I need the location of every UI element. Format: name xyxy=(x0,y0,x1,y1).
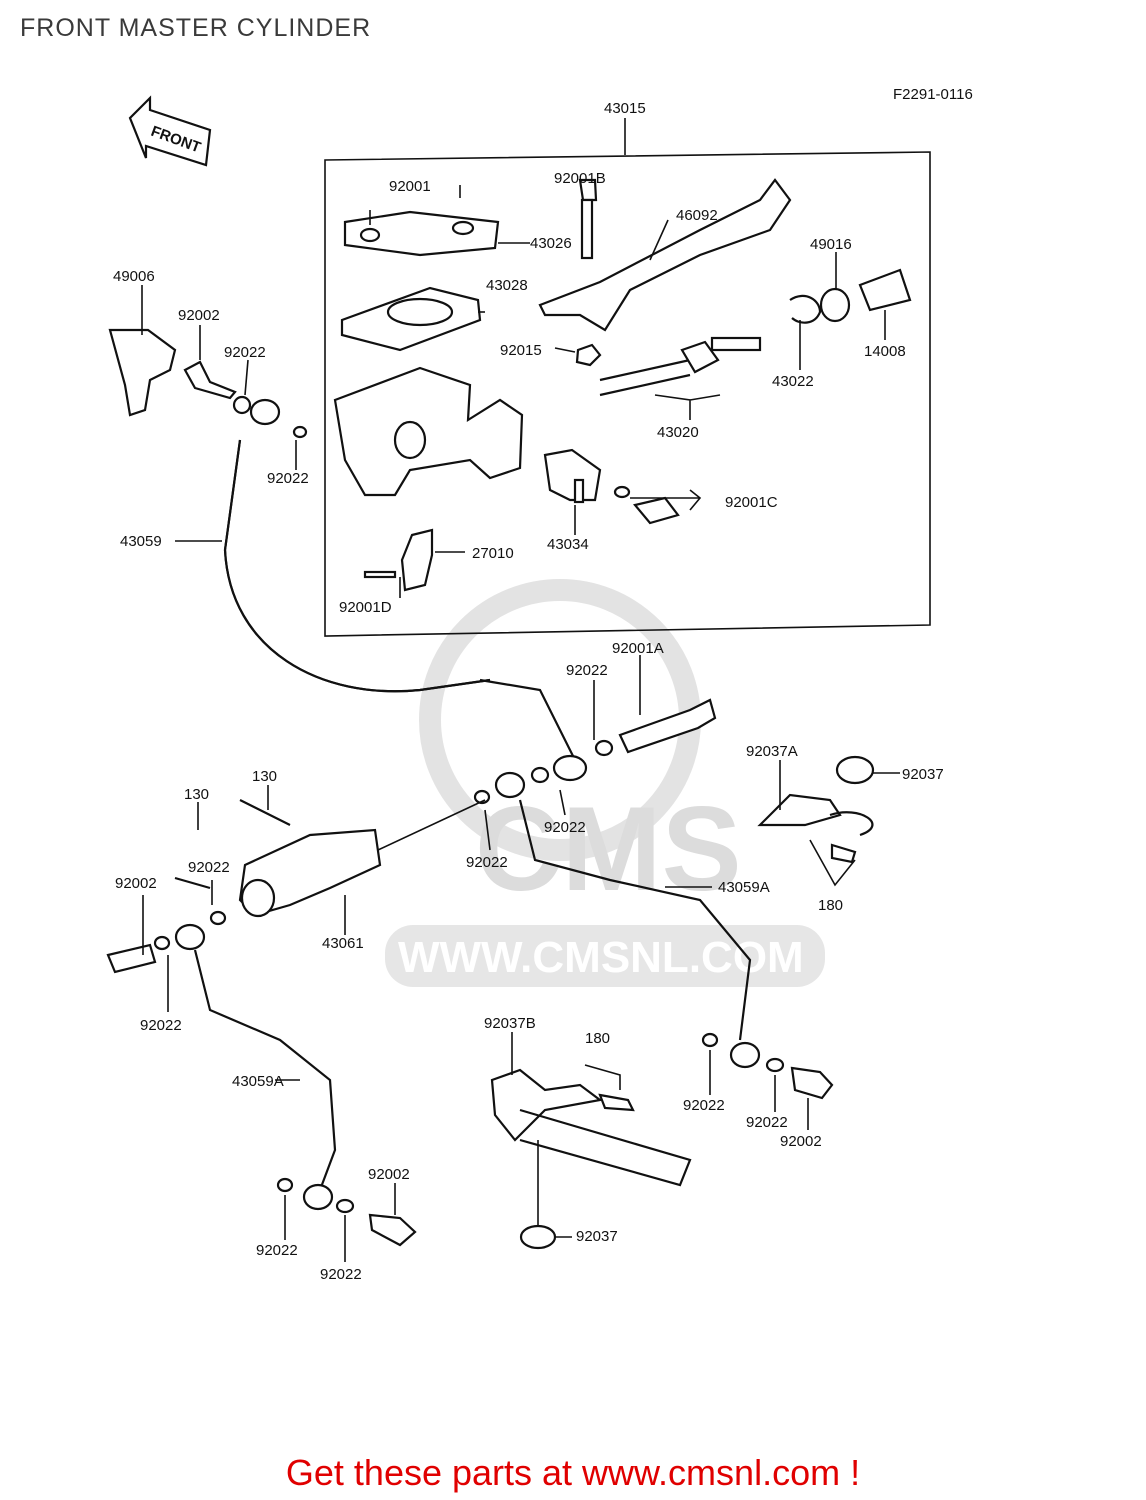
callout-43059a-b: 43059A xyxy=(232,1073,284,1090)
callout-180-a: 180 xyxy=(818,897,843,914)
callout-92022-j: 92022 xyxy=(256,1242,298,1259)
callout-49016: 49016 xyxy=(810,236,852,253)
front-direction-arrow: FRONT xyxy=(128,95,212,167)
callout-46092: 46092 xyxy=(676,207,718,224)
callout-92002-c: 92002 xyxy=(780,1133,822,1150)
joint-and-brackets xyxy=(174,755,875,1250)
callout-92037b: 92037B xyxy=(484,1015,536,1032)
page-title: FRONT MASTER CYLINDER xyxy=(20,14,372,42)
callout-43022: 43022 xyxy=(772,373,814,390)
callout-92022-c: 92022 xyxy=(566,662,608,679)
callout-43015: 43015 xyxy=(604,100,646,117)
get-parts-link[interactable]: Get these parts at www.cmsnl.com ! xyxy=(285,1452,861,1493)
callout-92022-i: 92022 xyxy=(746,1114,788,1131)
callout-43061: 43061 xyxy=(322,935,364,952)
callout-43028: 43028 xyxy=(486,277,528,294)
callout-92022-e: 92022 xyxy=(188,859,230,876)
figure-code: F2291-0116 xyxy=(893,86,973,103)
callout-43034: 43034 xyxy=(547,536,589,553)
callout-92001a: 92001A xyxy=(612,640,664,657)
reservoir-group xyxy=(108,178,912,592)
callout-92022-d: 92022 xyxy=(544,819,586,836)
callout-43059a: 43059A xyxy=(718,879,770,896)
callout-27010: 27010 xyxy=(472,545,514,562)
assembly-43015-outline xyxy=(324,151,931,637)
callout-43059: 43059 xyxy=(120,533,162,550)
callout-92022-f: 92022 xyxy=(466,854,508,871)
callout-92037-b: 92037 xyxy=(576,1228,618,1245)
callout-92022-k: 92022 xyxy=(320,1266,362,1283)
callout-92001b: 92001B xyxy=(554,170,606,187)
leader-lines xyxy=(141,185,900,1262)
callout-92037a: 92037A xyxy=(746,743,798,760)
callout-49006: 49006 xyxy=(113,268,155,285)
watermark-url: WWW.CMSNL.COM xyxy=(398,933,804,982)
callout-180-b: 180 xyxy=(585,1030,610,1047)
callout-92001: 92001 xyxy=(389,178,431,195)
callout-92001d: 92001D xyxy=(339,599,392,616)
brake-hoses xyxy=(106,439,834,1247)
callout-92001c: 92001C xyxy=(725,494,778,511)
callout-92022-g: 92022 xyxy=(140,1017,182,1034)
callout-92022: 92022 xyxy=(224,344,266,361)
callout-92002-d: 92002 xyxy=(368,1166,410,1183)
callout-92022-h: 92022 xyxy=(683,1097,725,1114)
callout-14008: 14008 xyxy=(864,343,906,360)
callout-labels: 43015 92001 92001B 46092 43026 49016 430… xyxy=(113,100,944,1283)
callout-92002: 92002 xyxy=(178,307,220,324)
callout-92015: 92015 xyxy=(500,342,542,359)
callout-43020: 43020 xyxy=(657,424,699,441)
callout-92022-b: 92022 xyxy=(267,470,309,487)
callout-130-a: 130 xyxy=(252,768,277,785)
watermark-logo: CMS xyxy=(475,782,742,916)
callout-130-b: 130 xyxy=(184,786,209,803)
callout-92002-b: 92002 xyxy=(115,875,157,892)
callout-92037: 92037 xyxy=(902,766,944,783)
callout-43026: 43026 xyxy=(530,235,572,252)
cms-watermark: CMS WWW.CMSNL.COM xyxy=(385,579,825,987)
